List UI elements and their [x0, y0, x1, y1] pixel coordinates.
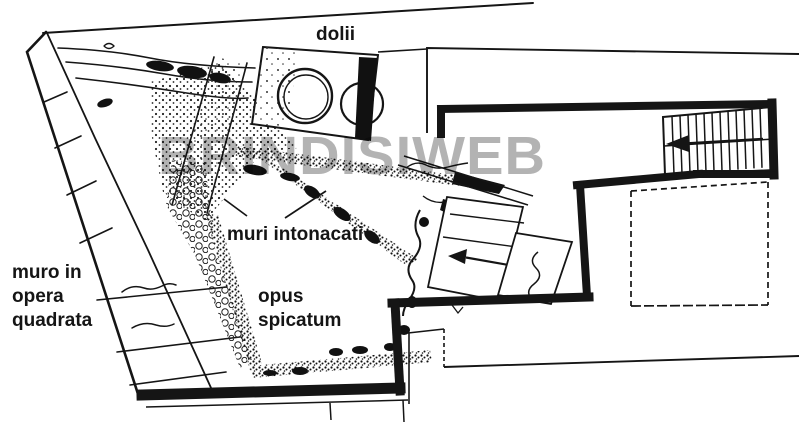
leader-line-right [284, 190, 327, 219]
leader-line-left [223, 198, 248, 217]
label-muro-line3: quadrata [12, 310, 93, 331]
label-opus-line1: opus [258, 286, 303, 307]
dolium-jar-circle [276, 67, 334, 125]
ragged-left-edge [205, 213, 262, 370]
opera-quadrata-wall [25, 30, 241, 396]
labels: dolii muri intonacati opus spicatum muro… [12, 24, 363, 331]
plaster-blobs [97, 60, 380, 244]
thin-property-lines [407, 328, 800, 404]
label-opus-line2: spicatum [258, 310, 341, 331]
top-boundary-line [42, 2, 534, 34]
modern-building [136, 47, 800, 423]
dolii-room [250, 45, 428, 142]
bottom-tick-2 [402, 399, 405, 423]
plaster-band-upper [234, 146, 462, 186]
staircase [661, 105, 777, 177]
label-muri-intonacati: muri intonacati [227, 224, 363, 245]
cobble-band [166, 160, 252, 368]
room-black-wall [355, 57, 377, 141]
plaster-wedge [452, 172, 505, 194]
label-dolii: dolii [316, 24, 355, 45]
stairs-arrow-icon [666, 135, 764, 152]
watermark: BRINDISIWEB [158, 126, 546, 186]
bottom-tick [329, 402, 332, 421]
building-thin-outline [426, 47, 800, 133]
dolium-jar-circle-inner [283, 74, 329, 120]
bottom-thin-line [145, 399, 409, 408]
stairs-ruin [397, 155, 574, 315]
dolii-room-speckle [252, 47, 300, 126]
room-connector-line [377, 48, 428, 53]
label-muro-line2: opera [12, 286, 64, 307]
label-muro-line1: muro in [12, 262, 82, 283]
dashed-room [630, 181, 769, 307]
